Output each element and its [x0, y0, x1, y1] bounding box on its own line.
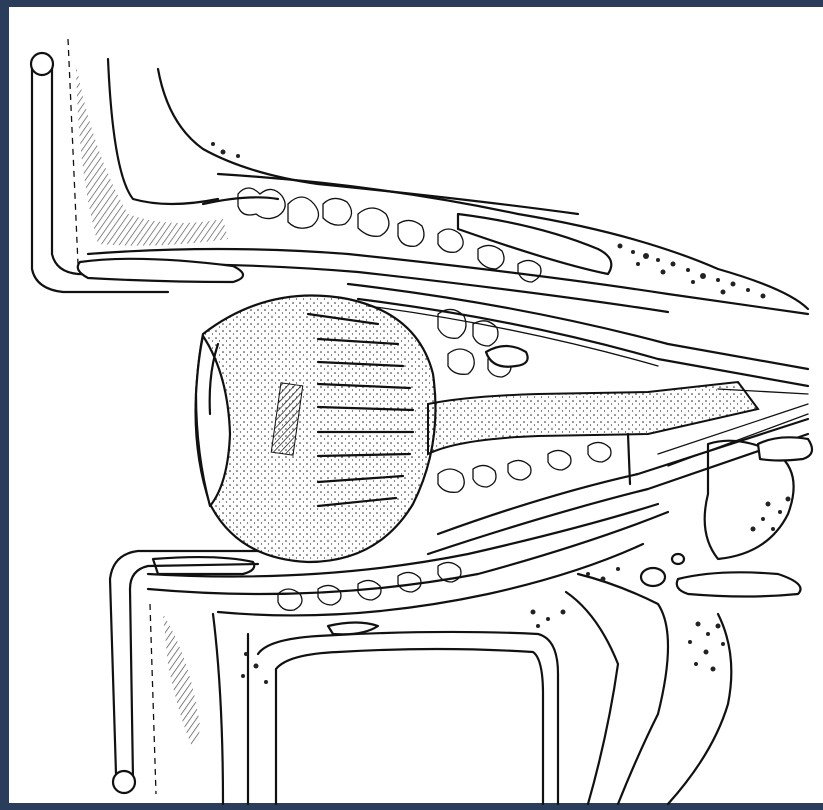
upper-granules: [211, 142, 766, 299]
right-structures: [566, 437, 812, 804]
eyeball: [196, 296, 436, 562]
orbital-roof: [78, 174, 808, 314]
orbit-section-illustration: [18, 14, 823, 810]
upper-lid-tissue: [68, 39, 578, 264]
lower-lid-tissue: [150, 604, 248, 804]
orbicularis-hatching: [76, 64, 228, 246]
maxillary-sinus: [258, 632, 558, 804]
